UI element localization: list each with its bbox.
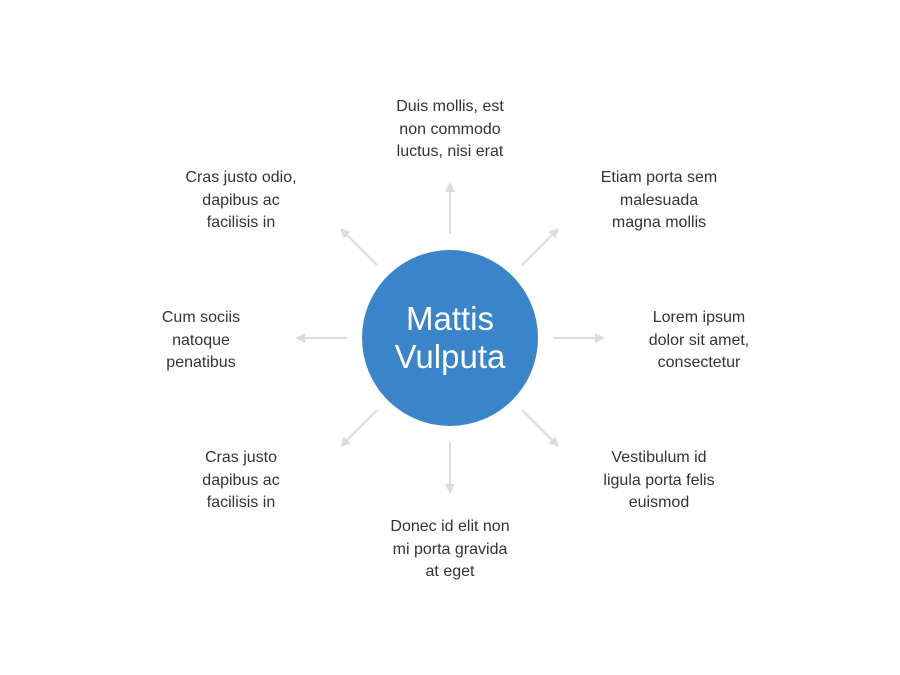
center-label: Mattis Vulputa <box>394 300 506 375</box>
arrow-sw <box>340 409 378 447</box>
node-label-e: Lorem ipsum dolor sit amet, consectetur <box>648 309 750 371</box>
node-label-n: Duis mollis, est non commodo luctus, nis… <box>396 98 504 160</box>
node-label-ne: Etiam porta sem malesuada magna mollis <box>600 169 718 231</box>
node-label-sw: Cras justo dapibus ac facilisis in <box>202 449 280 511</box>
node-label-nw: Cras justo odio, dapibus ac facilisis in <box>185 169 297 231</box>
node-label-se: Vestibulum id ligula porta felis euismod <box>603 449 715 511</box>
arrow-se <box>521 409 559 447</box>
arrow-ne <box>521 228 559 266</box>
node-label-s: Donec id elit non mi porta gravida at eg… <box>390 518 510 580</box>
center-node: Mattis Vulputa <box>362 250 538 426</box>
node-label-w: Cum sociis natoque penatibus <box>161 309 241 371</box>
arrow-nw <box>340 228 378 266</box>
